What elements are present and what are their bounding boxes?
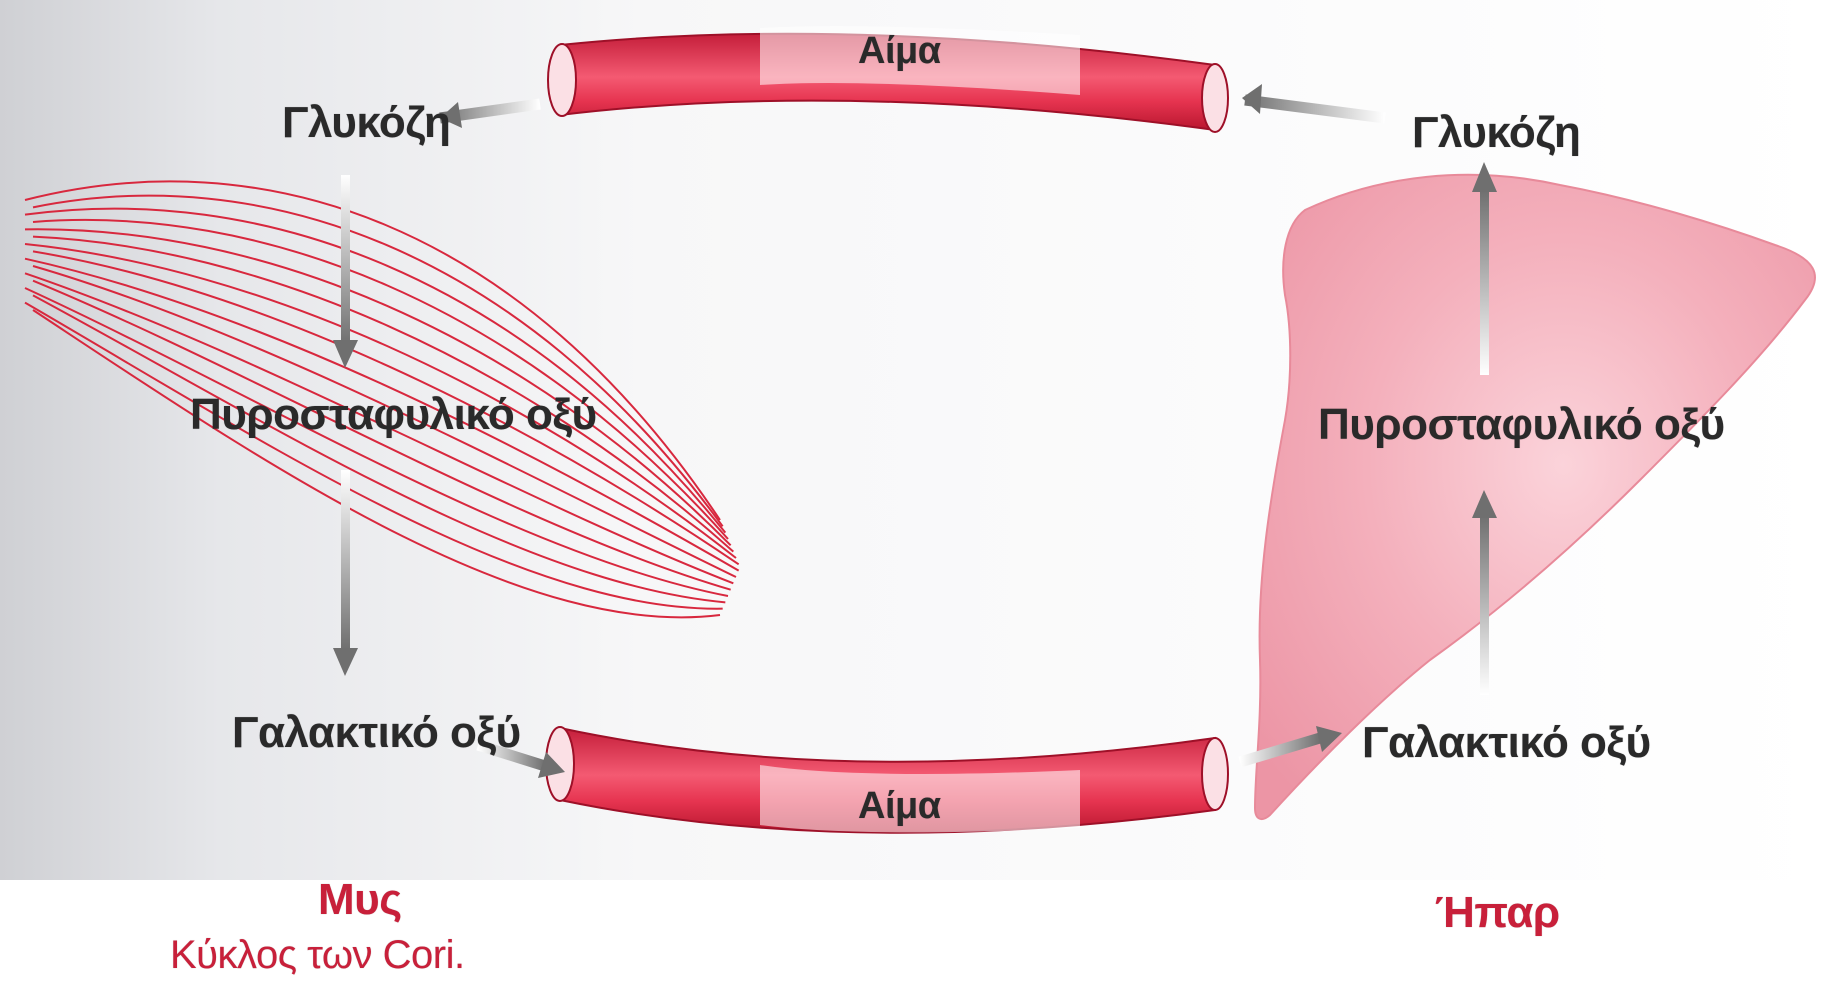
glucose-label-left: Γλυκόζη xyxy=(282,98,450,148)
glucose-label-right: Γλυκόζη xyxy=(1412,108,1580,158)
lactate-label-right: Γαλακτικό οξύ xyxy=(1362,718,1651,768)
caption-mask xyxy=(0,880,185,995)
muscle-label: Μυς xyxy=(318,875,402,925)
pyruvate-label-right: Πυροσταφυλικό οξύ xyxy=(1318,400,1725,450)
blood-label-top: Αίμα xyxy=(858,30,941,73)
figure-caption: Κύκλος των Cori. xyxy=(170,933,465,978)
liver-label: Ήπαρ xyxy=(1435,888,1560,938)
pyruvate-label-left: Πυροσταφυλικό οξύ xyxy=(190,390,597,440)
lactate-label-left: Γαλακτικό οξύ xyxy=(232,708,521,758)
blood-label-bottom: Αίμα xyxy=(858,785,941,828)
